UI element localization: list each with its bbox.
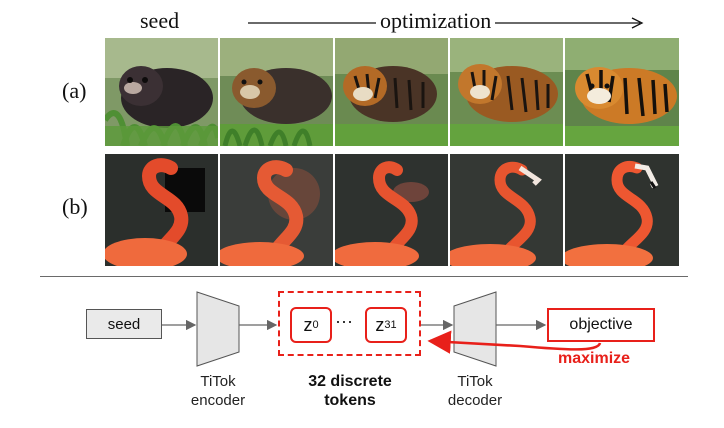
image-a-step3 bbox=[450, 38, 563, 146]
token-z0-subscript: 0 bbox=[312, 319, 319, 331]
image-a-seed-ferret bbox=[105, 38, 218, 146]
section-divider bbox=[40, 276, 688, 277]
token-z31-base: z bbox=[375, 314, 385, 335]
decoder-shape bbox=[453, 291, 497, 367]
token-z31-subscript: 31 bbox=[384, 319, 397, 331]
encoder-caption-line2: encoder bbox=[190, 392, 246, 409]
encoder-caption-line1: TiTok bbox=[200, 373, 236, 390]
objective-box: objective bbox=[547, 308, 655, 342]
token-ellipsis: ··· bbox=[335, 311, 353, 331]
tokens-caption-line2: tokens bbox=[324, 392, 376, 409]
maximize-label: maximize bbox=[558, 350, 631, 367]
image-b-step3 bbox=[450, 154, 563, 266]
row-label-a: (a) bbox=[62, 78, 87, 103]
tokens-caption: 32 discrete tokens bbox=[290, 372, 410, 410]
image-b-seed-flamingo bbox=[105, 154, 218, 266]
decoder-caption: TiTok decoder bbox=[435, 372, 515, 410]
maximize-arrow bbox=[427, 330, 602, 354]
tokens-caption-line1: 32 discrete bbox=[308, 373, 392, 390]
image-a-step2 bbox=[335, 38, 448, 146]
image-grid bbox=[105, 38, 679, 266]
decoder-caption-line1: TiTok bbox=[457, 373, 493, 390]
encoder-shape bbox=[196, 291, 240, 367]
image-b-step1 bbox=[220, 154, 333, 266]
optimization-header: optimization bbox=[248, 6, 648, 36]
token-z0-base: z bbox=[303, 314, 313, 335]
discrete-tokens-group bbox=[278, 291, 421, 356]
seed-box: seed bbox=[86, 309, 162, 339]
image-b-final-flamingo bbox=[565, 154, 679, 266]
image-b-step2 bbox=[335, 154, 448, 266]
decoder-caption-line2: decoder bbox=[447, 392, 503, 409]
encoder-caption: TiTok encoder bbox=[178, 372, 258, 410]
row-label-b: (b) bbox=[62, 194, 88, 219]
image-a-step1 bbox=[220, 38, 333, 146]
image-a-final-tiger bbox=[565, 38, 679, 146]
optimization-label: optimization bbox=[376, 8, 496, 34]
seed-column-header: seed bbox=[140, 8, 180, 33]
